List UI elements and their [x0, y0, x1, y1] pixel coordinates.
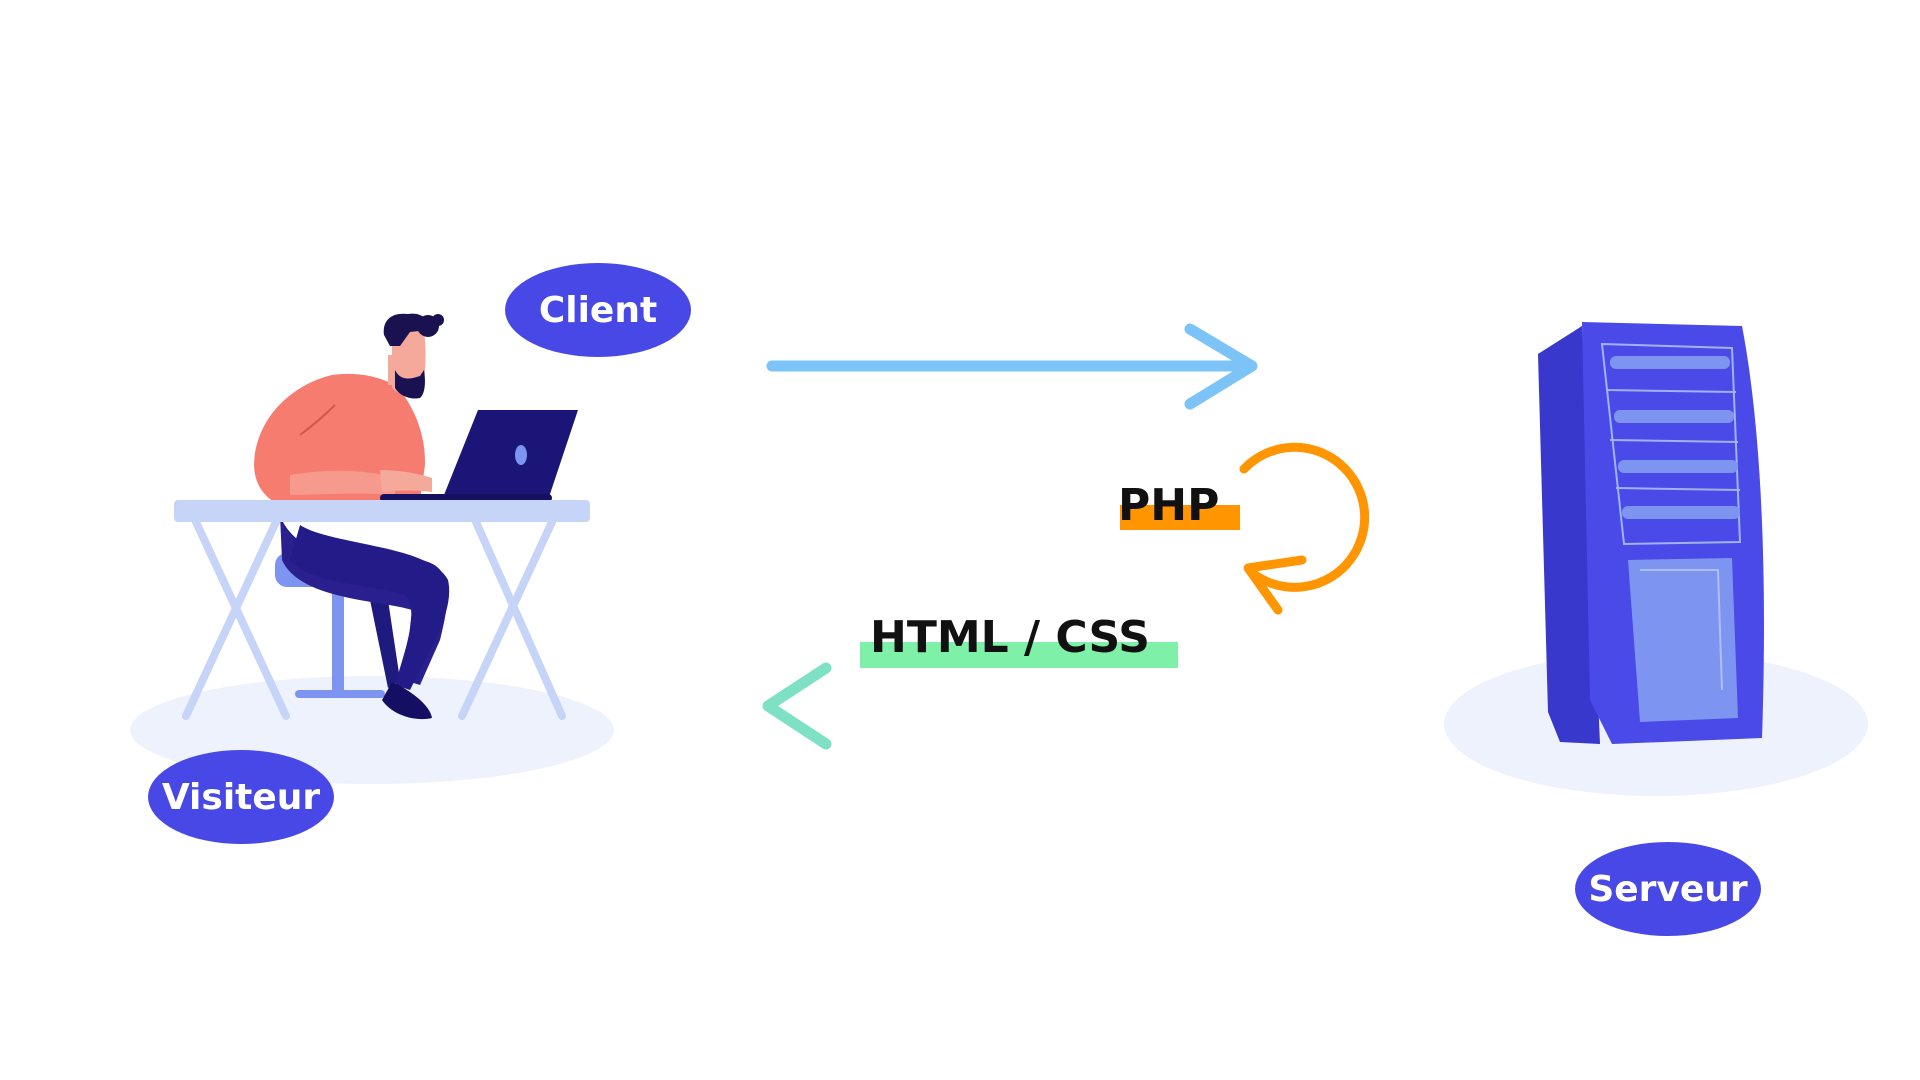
server-door	[1628, 558, 1738, 722]
response-arrow	[762, 662, 1116, 750]
server-vent	[1618, 460, 1738, 473]
html-css-highlight	[860, 642, 1178, 668]
server-vent	[1610, 356, 1730, 369]
visitor-illustration	[130, 313, 614, 784]
desk	[174, 500, 590, 720]
request-arrow	[766, 323, 1258, 410]
server-vent	[1614, 410, 1734, 423]
php-label: PHP	[1118, 480, 1219, 531]
server-label: Serveur	[1575, 842, 1761, 936]
server-label-text: Serveur	[1588, 869, 1748, 910]
php-highlight	[1120, 505, 1240, 530]
server-illustration	[1444, 322, 1868, 796]
html-css-response: HTML / CSS	[860, 612, 1178, 668]
html-css-label: HTML / CSS	[870, 612, 1150, 663]
php-process: PHP	[1118, 442, 1370, 615]
client-label: Client	[505, 263, 691, 357]
client-label-text: Client	[539, 290, 657, 331]
visitor-label: Visiteur	[148, 750, 334, 844]
visitor-label-text: Visiteur	[162, 777, 321, 818]
laptop	[380, 410, 578, 502]
person	[254, 313, 450, 720]
server-vent	[1622, 506, 1740, 519]
circular-arrow-icon	[1239, 442, 1370, 615]
